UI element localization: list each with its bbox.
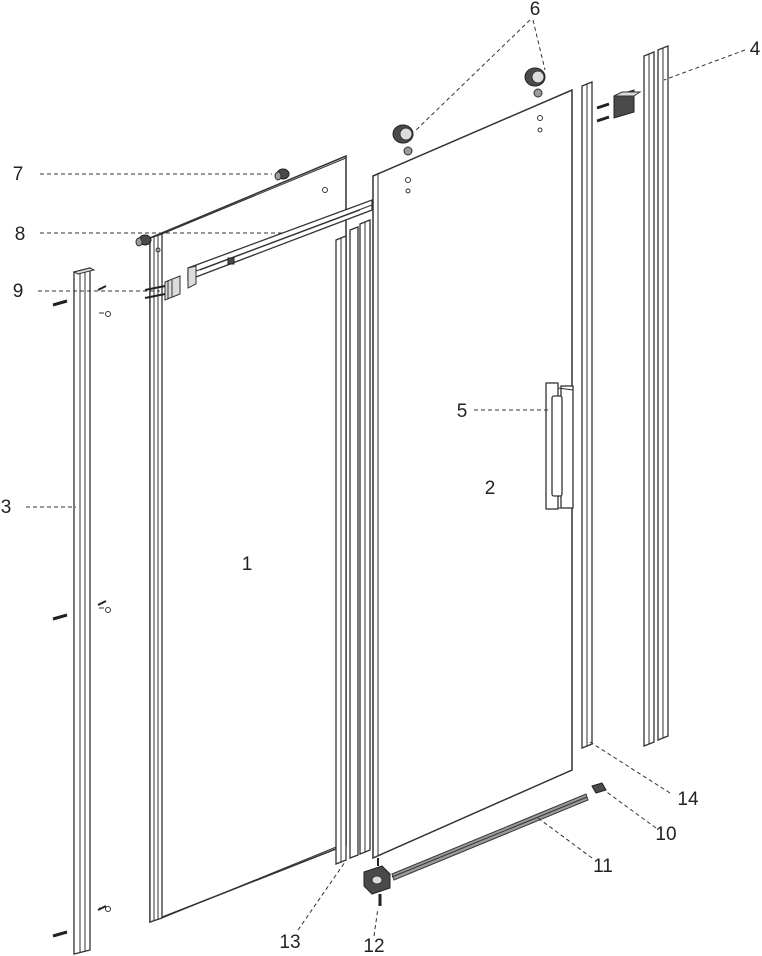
fixed-glass-panel <box>149 154 347 924</box>
sliding-glass-door <box>372 88 573 860</box>
wall-profile <box>52 267 111 955</box>
leader-10 <box>603 789 657 829</box>
leader-14 <box>589 741 671 794</box>
door-rollers <box>392 67 546 156</box>
label-2: 2 <box>485 478 496 499</box>
label-3: 3 <box>1 497 12 518</box>
label-6: 6 <box>530 0 541 20</box>
top-rail <box>187 199 373 289</box>
label-14: 14 <box>677 789 699 810</box>
label-1: 1 <box>242 554 253 575</box>
bottom-guide-rail <box>391 793 589 881</box>
rail-end-cap <box>591 782 607 794</box>
rail-connector <box>144 275 181 301</box>
label-4: 4 <box>750 39 761 60</box>
leader-11 <box>537 817 593 859</box>
label-10: 10 <box>655 824 676 845</box>
top-stopper <box>274 168 290 181</box>
label-12: 12 <box>363 936 384 956</box>
leader-4 <box>663 49 746 81</box>
center-seal-strips <box>335 219 371 865</box>
label-9: 9 <box>13 281 24 302</box>
right-wall-profile <box>643 45 669 747</box>
label-11: 11 <box>593 856 613 877</box>
leader-6b <box>413 19 531 133</box>
label-8: 8 <box>15 224 26 245</box>
label-5: 5 <box>457 401 468 422</box>
door-handle <box>545 382 574 510</box>
wall-screws <box>52 285 111 938</box>
label-7: 7 <box>13 164 24 185</box>
door-edge-seal <box>581 81 593 749</box>
label-13: 13 <box>279 932 300 953</box>
leader-13 <box>297 861 346 931</box>
wall-bracket <box>596 89 642 123</box>
rail-end-stopper <box>135 234 152 247</box>
leader-6a <box>532 19 546 71</box>
leader-lines <box>26 19 746 937</box>
leader-12 <box>373 907 379 937</box>
bottom-guide <box>363 858 391 906</box>
